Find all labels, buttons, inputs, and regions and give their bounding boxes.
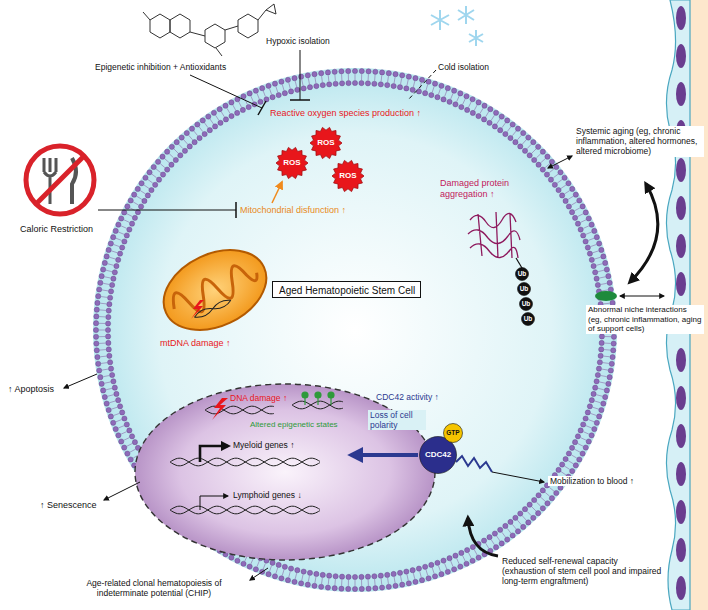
ubiquitin: Ub [515, 267, 529, 281]
node-label: ROS [339, 172, 356, 181]
cell-body [93, 68, 617, 592]
hallmark-label: DNA damage ↑ [230, 393, 287, 403]
outcome-label: ↑ Apoptosis [8, 384, 54, 395]
gene-label: Lymphoid genes ↓ [233, 490, 302, 500]
myeloid-arrow [200, 446, 228, 462]
ubiquitin: Ub [517, 282, 531, 296]
lymphoid-arrow [200, 496, 228, 510]
cell-title-box: Aged Hematopoietic Stem Cell [272, 281, 421, 298]
nucleus [135, 384, 435, 560]
gene-label: Myeloid genes ↑ [233, 440, 294, 450]
polarity-arrow [352, 453, 418, 457]
hallmark-label: Loss of cell polarity [368, 410, 426, 430]
node-label: Ub [522, 300, 531, 307]
node-label: GTP [446, 429, 459, 436]
treatment-label: Epigenetic inhibition + Antioxidants [95, 62, 226, 72]
niche-receptor [595, 291, 617, 301]
self-renewal-arrow [468, 518, 498, 556]
apoptosis-arrow [64, 374, 97, 388]
factor-label: Systemic aging (eg, chronic inflammation… [574, 126, 704, 157]
node-label: Aged Hematopoietic Stem Cell [279, 285, 414, 296]
hallmark-label: Mitochondrial disfunction ↑ [240, 205, 346, 216]
systemic-arrow [548, 156, 572, 168]
dna-helices [170, 401, 343, 514]
interaction-arrow [630, 184, 658, 282]
senescence-arrow [104, 482, 140, 500]
chip-arrow [250, 568, 268, 580]
ros-burst: ROS [310, 127, 342, 159]
node-label: ROS [283, 159, 300, 168]
hallmark-label: Damaged protein aggregation ↑ [440, 178, 548, 200]
mtdna-bolt [191, 300, 204, 319]
node-label: Ub [524, 315, 533, 322]
node-label: CDC42 [425, 451, 451, 460]
molecule [143, 4, 276, 56]
inhibit-line [190, 75, 262, 108]
cell-membrane [93, 68, 616, 591]
niche-cells [676, 6, 686, 600]
hallmark-label: Altered epigenetic states [250, 420, 338, 430]
outcome-label: Mobilization to blood ↑ [548, 476, 636, 486]
epigenetic-marks [302, 392, 334, 405]
treatment-label: Hypoxic isolation [266, 36, 330, 46]
ros-arrow [272, 182, 282, 203]
hallmark-label: mtDNA damage ↑ [160, 338, 231, 349]
hallmark-label: Reactive oxygen species production ↑ [270, 108, 421, 119]
node-label: Ub [518, 270, 527, 277]
treatment-label: Cold isolation [438, 62, 489, 72]
hallmark-label: CDC42 activity ↑ [376, 392, 439, 402]
gtp-molecule: GTP [443, 423, 463, 443]
inhibit-line [408, 70, 436, 100]
niche-arrow [620, 296, 664, 297]
inhibit-line [98, 210, 236, 211]
ros-burst: ROS [276, 147, 308, 179]
ub-link [516, 258, 522, 268]
damage-bolt [212, 398, 228, 420]
ubiquitin: Ub [521, 312, 535, 326]
inhibit-bar [290, 99, 310, 101]
ubiquitin: Ub [519, 297, 533, 311]
factor-label: Abnormal niche interactions (eg, chronic… [586, 305, 704, 334]
node-label: ROS [317, 139, 334, 148]
inhibit-line [300, 50, 301, 100]
inhibit-bar [258, 101, 266, 115]
mitochondrion [151, 235, 279, 346]
treatment-label: Caloric Restriction [20, 224, 93, 235]
inhibit-bar [235, 202, 237, 218]
cdc42-anchor [456, 456, 492, 472]
mobilization-arrow [492, 472, 544, 482]
outcome-label: Reduced self-renewal capacity (exhaustio… [502, 556, 662, 587]
caloric-icon [26, 146, 94, 214]
outcome-label: ↑ Senescence [40, 500, 97, 511]
node-label: Ub [520, 285, 529, 292]
outcome-label: Age-related clonal hematopoiesis of inde… [60, 578, 248, 598]
ros-burst: ROS [332, 160, 364, 192]
snowflakes [431, 6, 483, 46]
protein-aggregate [468, 212, 520, 258]
